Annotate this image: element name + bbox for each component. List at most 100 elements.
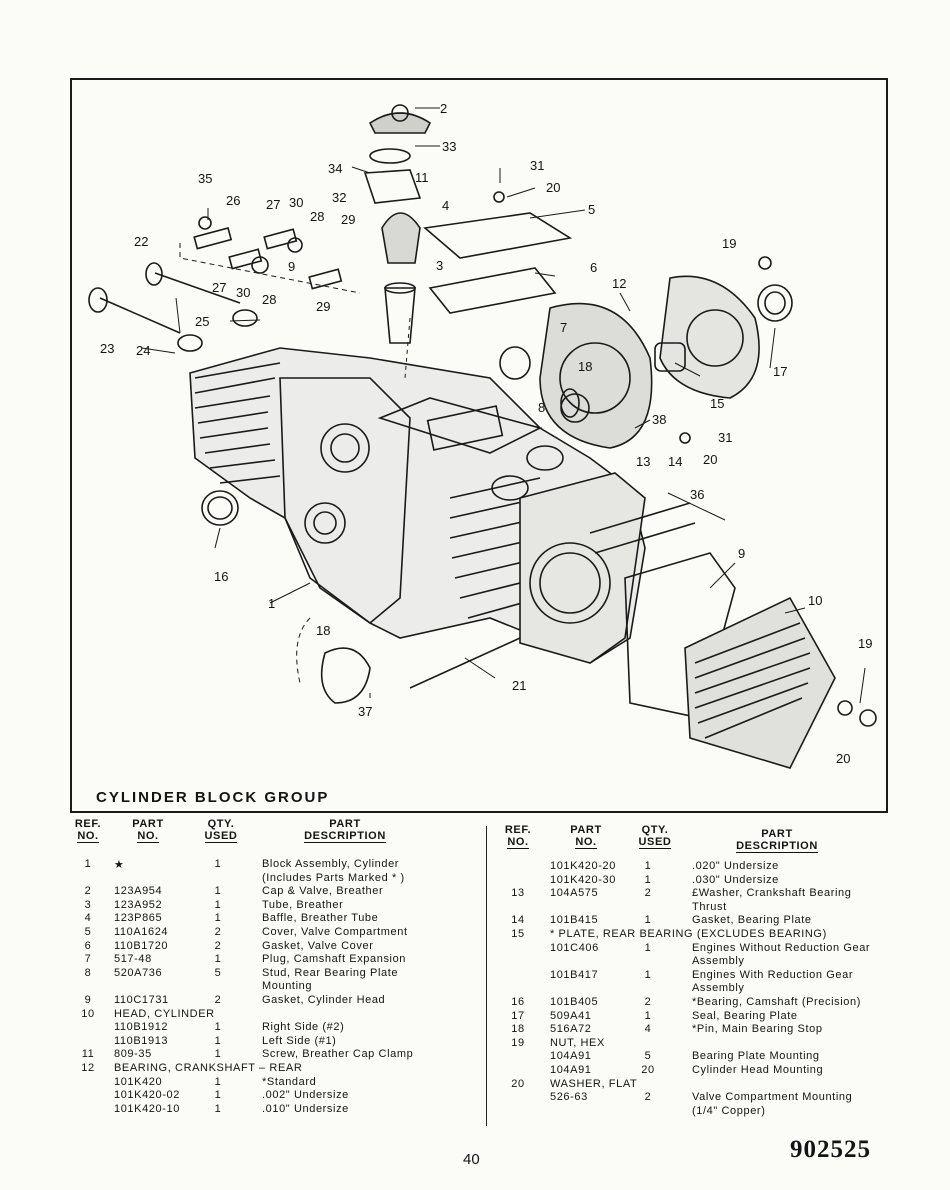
description-cell: .030" Undersize <box>692 873 779 886</box>
part-number-cell: * PLATE, REAR BEARING (EXCLUDES BEARING) <box>550 927 827 940</box>
callout-label: 14 <box>668 454 682 469</box>
callout-label: 20 <box>836 751 850 766</box>
quantity-cell: 1 <box>644 860 652 872</box>
description-cell: Assembly <box>692 955 745 968</box>
description-cell: Tube, Breather <box>262 898 344 911</box>
ref-cell: 10 <box>81 1007 95 1020</box>
callout-label: 26 <box>226 193 240 208</box>
callout-label: 10 <box>808 593 822 608</box>
quantity-cell: 1 <box>214 912 222 925</box>
callout-label: 29 <box>316 299 330 314</box>
part-number-cell: 110B1912 <box>114 1021 169 1034</box>
callout-label: 33 <box>442 139 456 154</box>
description-cell: Plug, Camshaft Expansion <box>262 953 407 966</box>
callout-label: 30 <box>236 285 250 300</box>
quantity-cell: 1 <box>644 968 652 981</box>
table-row: Assembly <box>500 955 900 969</box>
header-desc-line1: PART <box>761 828 793 840</box>
part-number-cell: 101C406 <box>550 941 599 954</box>
ref-cell: 5 <box>84 925 92 938</box>
part-number-cell: 123A954 <box>114 885 163 898</box>
description-cell: Mounting <box>262 980 313 993</box>
quantity-cell: 1 <box>214 953 222 966</box>
header-qty: QTY.USED <box>632 824 678 849</box>
ref-cell: 3 <box>84 898 92 911</box>
quantity-cell: 1 <box>214 1048 222 1061</box>
callout-label: 18 <box>316 623 330 638</box>
callout-label: 32 <box>332 190 346 205</box>
part-number-cell: 101K420-20 <box>550 860 616 872</box>
callout-label: 16 <box>214 569 228 584</box>
part-number-cell: 101B405 <box>550 995 599 1008</box>
description-cell: Valve Compartment Mounting <box>692 1091 853 1104</box>
quantity-cell: 20 <box>641 1063 655 1076</box>
column-divider <box>486 826 487 1126</box>
header-qty-line2: USED <box>204 830 238 843</box>
callout-label: 27 <box>212 280 226 295</box>
description-cell: Gasket, Bearing Plate <box>692 914 812 927</box>
quantity-cell: 1 <box>214 898 222 911</box>
table-row: 12 BEARING, CRANKSHAFT – REAR <box>70 1062 480 1076</box>
callout-label: 13 <box>636 454 650 469</box>
part-number-cell: 517-48 <box>114 953 152 966</box>
callout-label: 25 <box>195 314 209 329</box>
description-cell: Cap & Valve, Breather <box>262 885 384 898</box>
header-part-line2: NO. <box>137 830 159 843</box>
ref-cell: 11 <box>81 1048 95 1061</box>
ref-cell: 1 <box>84 858 92 870</box>
quantity-cell: 5 <box>644 1050 652 1063</box>
part-number-cell: 101K420 <box>114 1075 163 1088</box>
part-number-cell: 123P865 <box>114 912 163 925</box>
header-desc-line2: DESCRIPTION <box>304 830 386 843</box>
part-number-cell: 516A72 <box>550 1023 592 1036</box>
description-cell: .020" Undersize <box>692 860 779 872</box>
callout-label: 2 <box>440 101 447 116</box>
description-cell: Screw, Breather Cap Clamp <box>262 1048 414 1061</box>
quantity-cell: 2 <box>644 995 652 1008</box>
diagram-title: CYLINDER BLOCK GROUP <box>96 789 330 806</box>
callout-label: 36 <box>690 487 704 502</box>
callout-label: 30 <box>289 195 303 210</box>
table-row: (1/4" Copper) <box>500 1105 900 1119</box>
callout-label: 29 <box>341 212 355 227</box>
description-cell: Right Side (#2) <box>262 1021 345 1034</box>
ref-cell: 2 <box>84 885 92 898</box>
quantity-cell: 1 <box>644 1009 652 1022</box>
ref-cell: 12 <box>81 1061 95 1074</box>
callout-label: 5 <box>588 202 595 217</box>
table-row: Assembly <box>500 982 900 996</box>
ref-cell: 4 <box>84 912 92 925</box>
description-cell: .002" Undersize <box>262 1089 349 1102</box>
table-row: 15* PLATE, REAR BEARING (EXCLUDES BEARIN… <box>500 928 900 942</box>
part-number-cell: 526-63 <box>550 1091 588 1104</box>
table-row: 4 123P865 1 Baffle, Breather Tube <box>70 912 480 926</box>
callout-label: 27 <box>266 197 280 212</box>
callout-label: 20 <box>703 452 717 467</box>
description-cell: Baffle, Breather Tube <box>262 912 379 925</box>
header-desc-line1: PART <box>329 818 361 830</box>
description-cell: *Standard <box>262 1075 317 1088</box>
description-cell: .010" Undersize <box>262 1102 349 1115</box>
part-number-cell: BEARING, CRANKSHAFT – REAR <box>114 1061 303 1074</box>
quantity-cell: 1 <box>214 1075 222 1088</box>
callout-label: 3 <box>436 258 443 273</box>
callout-label: 31 <box>530 158 544 173</box>
part-number-cell: 101B415 <box>550 914 599 927</box>
header-qty-line1: QTY. <box>641 824 669 836</box>
quantity-cell: 2 <box>214 939 222 952</box>
description-cell: Seal, Bearing Plate <box>692 1009 798 1022</box>
callout-label: 37 <box>358 704 372 719</box>
